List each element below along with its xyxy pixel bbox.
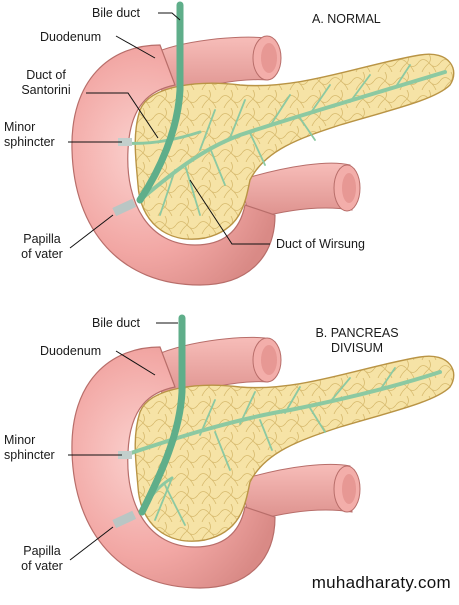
panel-b-title-line1: B. PANCREAS — [315, 326, 399, 340]
panel-a-label-papilla-line2: of vater — [21, 247, 63, 261]
panel-a-label-bile-duct: Bile duct — [92, 6, 140, 20]
panel-a-label-minor-sphincter: Minor sphincter — [4, 120, 55, 150]
panel-a-papilla-stub — [112, 198, 137, 217]
panel-a-label-papilla: Papilla of vater — [10, 232, 74, 262]
panel-a-minor-sphincter-stub — [118, 138, 132, 146]
panel-a-label-papilla-line1: Papilla — [23, 232, 61, 246]
panel-b-dorsal-duct — [123, 370, 442, 457]
panel-b-label-papilla-line2: of vater — [21, 559, 63, 573]
panel-a-label-duct-santorini-line2: Santorini — [21, 83, 71, 97]
panel-a-title: A. NORMAL — [312, 12, 381, 26]
panel-b-title: B. PANCREAS DIVISUM — [302, 326, 412, 356]
panel-a-label-duct-wirsung: Duct of Wirsung — [276, 237, 365, 251]
panel-a-label-minor-sphincter-line1: Minor — [4, 120, 36, 134]
panel-a-leader-lines — [68, 12, 270, 249]
panel-b-title-line2: DIVISUM — [330, 341, 384, 355]
panel-a-illustration — [71, 1, 455, 286]
panel-b-label-minor-sphincter-line1: Minor — [4, 433, 36, 447]
panel-b-jejunum-tube — [239, 463, 353, 523]
panel-b-label-minor-sphincter: Minor sphincter — [4, 433, 55, 463]
watermark: muhadharaty.com — [311, 573, 451, 592]
panel-b-illustration — [71, 314, 455, 589]
panel-a-bile-duct — [136, 1, 184, 204]
panel-b-leader-lines — [68, 322, 178, 561]
panel-a-label-duct-santorini: Duct of Santorini — [4, 68, 88, 98]
panel-a-duodenum-c-loop — [71, 44, 276, 286]
panel-a-label-duct-santorini-line1: Duct of — [26, 68, 66, 82]
panel-b-label-papilla: Papilla of vater — [10, 544, 74, 574]
panel-b-label-bile-duct: Bile duct — [92, 316, 140, 330]
panel-b-papilla-stub — [112, 510, 137, 529]
panel-b-label-minor-sphincter-line2: sphincter — [4, 448, 55, 462]
panel-b-minor-sphincter-stub — [118, 451, 132, 459]
panel-a-duct-branches — [159, 64, 411, 216]
panel-a-label-duodenum: Duodenum — [40, 30, 102, 44]
panel-b-bile-duct — [138, 314, 186, 516]
panel-b-label-papilla-line1: Papilla — [23, 544, 61, 558]
panel-a-label-minor-sphincter-line2: sphincter — [4, 135, 55, 149]
panel-b-duodenum-c-loop — [71, 346, 276, 589]
panel-a-pancreas — [134, 53, 455, 240]
panel-b-duct-branches — [154, 367, 396, 526]
panel-a-jejunum-tube — [239, 162, 353, 221]
panel-b-label-duodenum: Duodenum — [40, 344, 102, 358]
